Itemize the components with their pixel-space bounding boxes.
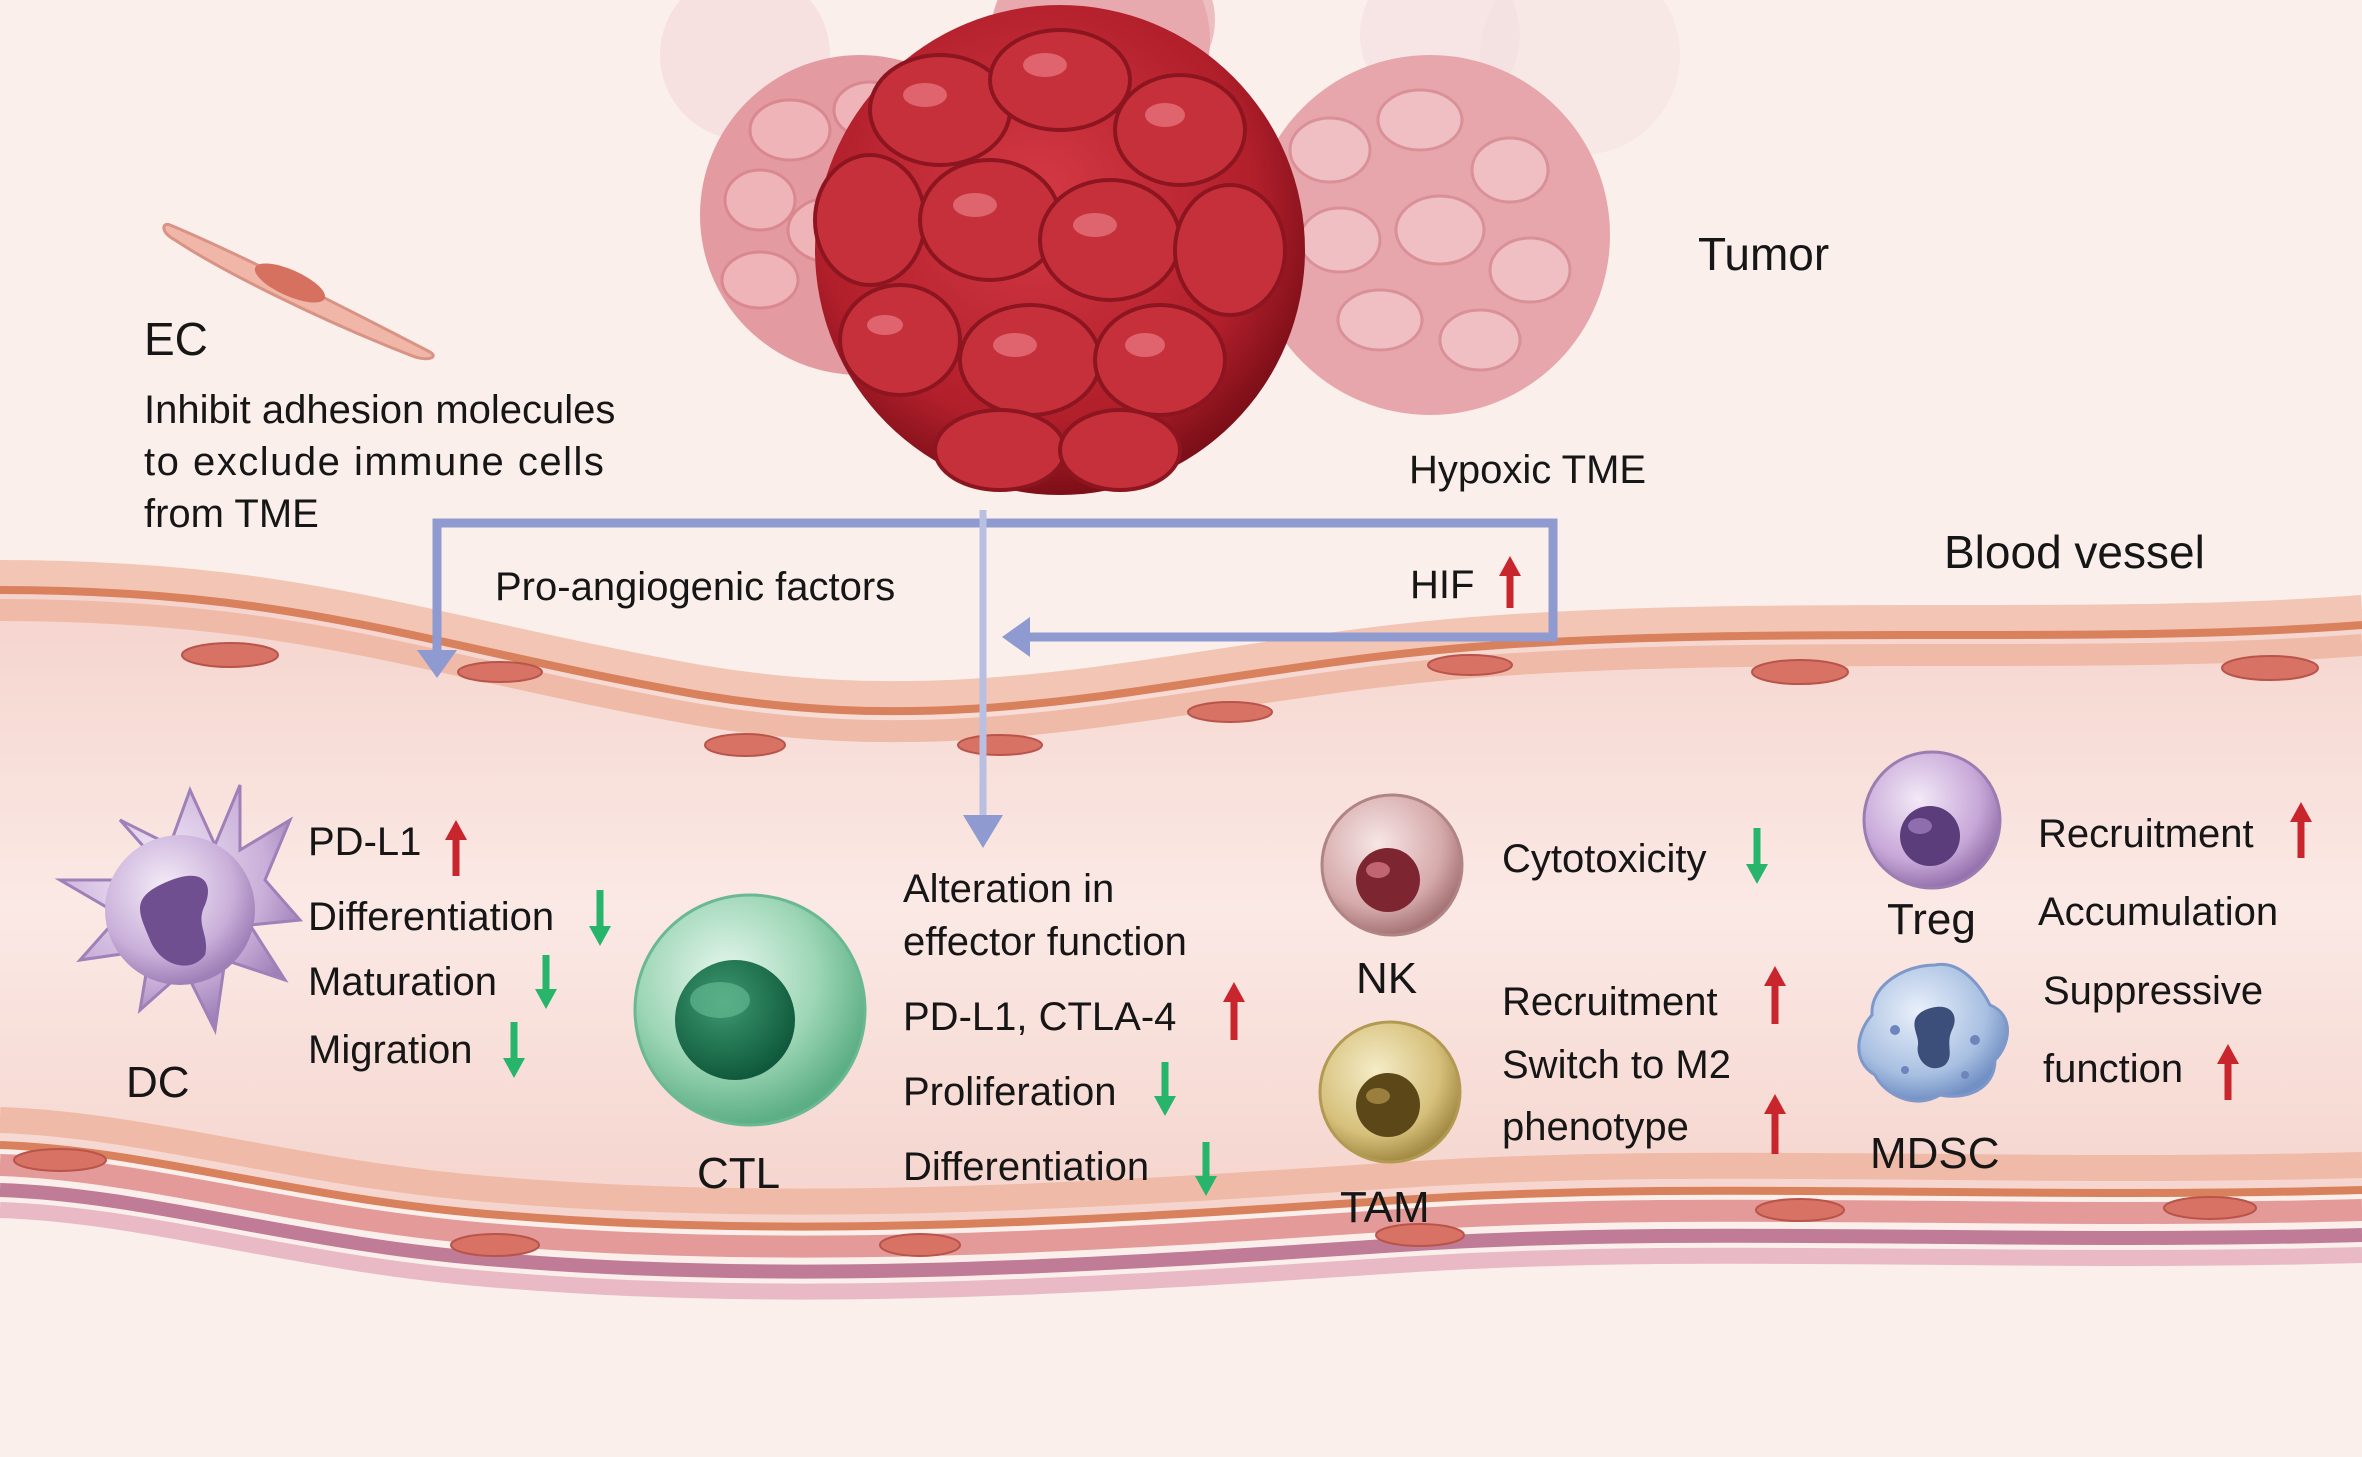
tam-effect-switch: Switch to M2 [1502,1043,1731,1087]
dc-effect-pdl1: PD-L1 [308,820,421,864]
mdsc-cell [1857,962,2009,1103]
ctl-effect-alteration: Alteration in [903,867,1114,911]
hypoxic-arrow [1020,518,1558,642]
pathway-arrows [432,510,1558,820]
ctl-effect-differentiation: Differentiation [903,1145,1149,1189]
ctl-effect-proliferation: Proliferation [903,1070,1116,1114]
nk-cell [1320,793,1464,937]
ec-label: EC [144,313,208,365]
treg-cell [1862,750,2002,890]
pathway-arrowheads [417,617,1030,848]
up-arrow-icon [2217,1044,2239,1100]
hif-label: HIF [1410,563,1474,607]
tumor-label: Tumor [1698,228,1829,280]
tumor-halo-right [1250,55,1610,415]
pro-angiogenic-arrow [432,518,1040,655]
ctl-label: CTL [697,1149,780,1198]
down-arrow-icon [1195,1142,1217,1196]
mdsc-label: MDSC [1870,1129,2000,1178]
dc-label: DC [126,1058,190,1107]
treg-label: Treg [1887,895,1976,944]
dc-effect-migration: Migration [308,1028,473,1072]
ctl-cell [633,893,867,1127]
pro-angiogenic-label: Pro-angiogenic factors [495,565,895,609]
tam-label: TAM [1340,1183,1430,1232]
endothelial-cell [162,222,435,361]
nk-label: NK [1356,954,1417,1003]
down-arrow-icon [503,1022,525,1078]
treg-effect-function: function [2043,1047,2183,1091]
ec-desc-line-1: Inhibit adhesion molecules [144,388,615,432]
up-arrow-icon [1499,556,1521,608]
up-arrow-icon [1764,1094,1786,1154]
ec-desc-line-2: to exclude immune cells [144,440,605,484]
dc-effect-maturation: Maturation [308,960,497,1004]
treg-effect-accumulation: Accumulation [2038,890,2278,934]
ctl-effect-effector: effector function [903,920,1187,964]
up-arrow-icon [445,820,467,876]
dc-cell [54,784,304,1035]
tam-effect-phenotype: phenotype [1502,1105,1689,1149]
dc-effect-differentiation: Differentiation [308,895,554,939]
ec-desc-line-3: from TME [144,492,319,536]
blood-vessel [0,560,2362,1457]
up-arrow-icon [2290,802,2312,858]
tam-cell [1318,1020,1462,1164]
treg-effect-recruitment: Recruitment [2038,812,2254,856]
down-arrow-icon [1746,828,1768,884]
down-arrow-icon [589,890,611,946]
ctl-effect-checkpoints: PD-L1, CTLA-4 [903,995,1176,1039]
blood-vessel-label: Blood vessel [1944,526,2205,578]
tam-effect-recruitment: Recruitment [1502,980,1718,1024]
hypoxic-tme-label: Hypoxic TME [1409,448,1646,492]
up-arrow-icon [1223,982,1245,1040]
tumor-core [813,5,1305,495]
down-arrow-icon [1154,1062,1176,1116]
treg-effect-suppressive: Suppressive [2043,969,2263,1013]
up-arrow-icon [1764,966,1786,1024]
down-arrow-icon [535,955,557,1009]
nk-effect-cytotoxicity: Cytotoxicity [1502,837,1707,881]
